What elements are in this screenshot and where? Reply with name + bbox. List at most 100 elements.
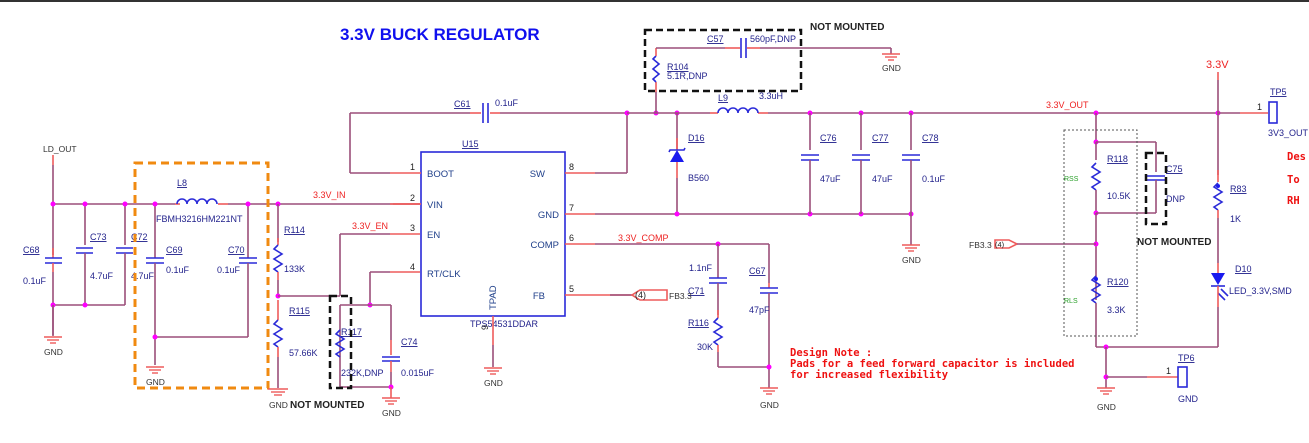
resistor-r114[interactable]: R114 133K <box>272 225 305 280</box>
capacitor-c70[interactable]: C70 0.1uF <box>155 204 257 338</box>
c72-ref: C72 <box>131 232 148 242</box>
svg-text:1: 1 <box>1166 366 1171 376</box>
svg-text:7: 7 <box>569 203 574 213</box>
window-top-border <box>0 0 1309 2</box>
capacitor-c71[interactable]: 1.1nF C71 <box>688 244 727 315</box>
c70-ref: C70 <box>228 245 245 255</box>
design-note-line-1: Pads for a feed forward capacitor is inc… <box>790 358 1074 370</box>
svg-text:GND: GND <box>902 255 921 265</box>
capacitor-c77[interactable]: C77 47uF <box>852 113 893 214</box>
net-label-3v3-in: 3.3V_IN <box>313 190 346 200</box>
tp6-ref: TP6 <box>1178 353 1195 363</box>
pin-tpad: TPAD <box>488 285 499 310</box>
c72-value: 4.7uF <box>131 271 155 281</box>
test-point-tp6[interactable]: 1 TP6 GND <box>1106 353 1199 404</box>
capacitor-c61[interactable]: C61 0.1uF <box>349 98 627 174</box>
not-mounted-label-c75: NOT MOUNTED <box>1137 237 1211 248</box>
test-point-tp5[interactable]: 1 TP5 3V3_OUT <box>1218 87 1309 138</box>
r115-value: 57.66K <box>289 348 318 358</box>
r114-value: 133K <box>284 264 305 274</box>
r120-value: 3.3K <box>1107 305 1126 315</box>
c78-value: 0.1uF <box>922 174 946 184</box>
r104-value: 5.1R,DNP <box>667 71 708 81</box>
inductor-l8[interactable]: L8 FBMH3216HM221NT <box>156 178 243 224</box>
divider-group-box <box>1063 129 1138 337</box>
capacitor-c74[interactable]: C74 0.015uF <box>382 305 435 387</box>
inductor-l9[interactable]: L9 3.3uH <box>717 91 783 114</box>
capacitor-c69[interactable]: C69 0.1uF <box>146 204 190 365</box>
capacitor-c68[interactable]: C68 0.1uF <box>23 204 62 335</box>
net-label-3v3-rail: 3.3V <box>1206 59 1229 71</box>
side-note-line-2: To <box>1287 174 1300 186</box>
output-section: 3.3V_OUT 3.3V 1 TP5 3V3_OUT R118 10.5K R… <box>969 59 1309 412</box>
not-mounted-label-snubber: NOT MOUNTED <box>810 22 884 33</box>
svg-text:2: 2 <box>410 193 415 203</box>
pin-comp: COMP <box>531 240 560 251</box>
capacitor-c72[interactable]: C72 4.7uF <box>53 204 155 306</box>
d10-value: LED_3.3V,SMD <box>1229 286 1292 296</box>
svg-text:GND: GND <box>484 378 503 388</box>
design-note-line-2: for increased flexibility <box>790 369 949 381</box>
d10-ref: D10 <box>1235 264 1252 274</box>
fb-right-label: FB3.3 <box>969 240 992 250</box>
d16-value: B560 <box>688 173 709 183</box>
resistor-r116[interactable]: R116 30K <box>688 310 769 368</box>
resistor-r115[interactable]: R115 57.66K <box>272 300 318 388</box>
svg-text:GND: GND <box>382 408 401 418</box>
gnd-symbol-8: GND <box>760 387 779 410</box>
rt-clk-network: R117 232K,DNP C74 0.015uF GND <box>328 271 435 418</box>
svg-text:(4): (4) <box>995 240 1005 249</box>
capacitor-c76[interactable]: C76 47uF <box>801 113 841 214</box>
net-label-3v3-en: 3.3V_EN <box>352 221 388 231</box>
side-note-line-3: RH <box>1287 195 1300 207</box>
capacitor-c75[interactable]: C75 DNP <box>1147 164 1185 213</box>
pin-en: EN <box>427 230 440 241</box>
c61-value: 0.1uF <box>495 98 519 108</box>
gnd-symbol-6: GND <box>882 53 901 73</box>
fb-offpage-connector-right[interactable]: FB3.3 (4) <box>969 239 1096 250</box>
capacitor-c67[interactable]: C67 47pF <box>749 266 778 388</box>
net-label-3v3-out: 3.3V_OUT <box>1046 100 1089 110</box>
c67-value: 47pF <box>749 305 770 315</box>
net-label-3v3-comp: 3.3V_COMP <box>618 233 669 243</box>
d16-ref: D16 <box>688 133 705 143</box>
resistor-r104[interactable]: R104 5.1R,DNP <box>651 48 708 92</box>
tp5-ref: TP5 <box>1270 87 1287 97</box>
resistor-r120[interactable]: R120 3.3K RLS <box>1064 275 1129 315</box>
r116-value: 30K <box>697 342 713 352</box>
c77-value: 47uF <box>872 174 893 184</box>
gnd-symbol-4: GND <box>382 387 401 418</box>
ic-u15[interactable]: U15 TPS54531DDAR 1 BOOT 2 VIN 3 EN 4 RT/… <box>390 139 595 330</box>
c71-value: 1.1nF <box>689 263 713 273</box>
c68-ref: C68 <box>23 245 40 255</box>
resistor-r117[interactable]: R117 232K,DNP <box>334 327 384 378</box>
svg-text:RSS: RSS <box>1064 176 1079 183</box>
diode-d16[interactable]: D16 B560 <box>668 113 709 214</box>
r83-value: 1K <box>1230 214 1241 224</box>
c67-ref: C67 <box>749 266 766 276</box>
gnd-symbol-2: GND <box>146 366 165 387</box>
capacitor-c73[interactable]: C73 4.7uF <box>76 204 114 305</box>
emi-filter-box <box>133 161 270 390</box>
resistor-r83[interactable]: R83 1K <box>1212 170 1247 224</box>
capacitor-c78[interactable]: C78 0.1uF <box>902 113 946 245</box>
design-note: Design Note : Pads for a feed forward ca… <box>790 347 1074 381</box>
tp5-value: 3V3_OUT <box>1268 128 1309 138</box>
schematic-title: 3.3V BUCK REGULATOR <box>340 25 540 44</box>
resistor-r118[interactable]: R118 10.5K RSS <box>1064 154 1131 201</box>
c76-value: 47uF <box>820 174 841 184</box>
design-note-title: Design Note : <box>790 347 872 359</box>
svg-text:GND: GND <box>760 400 779 410</box>
dnp-box-r117 <box>328 294 353 390</box>
led-d10[interactable]: D10 LED_3.3V,SMD <box>1211 263 1292 307</box>
pin-vin: VIN <box>427 200 443 211</box>
side-note-line-1: Des <box>1287 151 1306 163</box>
switch-node <box>595 110 1218 174</box>
capacitor-c57[interactable]: C57 560pF,DNP <box>707 34 796 58</box>
r115-ref: R115 <box>289 306 310 316</box>
l8-value: FBMH3216HM221NT <box>156 214 243 224</box>
enable-divider: 3.3V_IN R114 133K 3.3V_EN R115 57.66K <box>268 190 420 411</box>
pin-rt-clk: RT/CLK <box>427 269 461 280</box>
fb-offpage-connector-left[interactable]: (4) FB3.3 <box>595 289 692 301</box>
